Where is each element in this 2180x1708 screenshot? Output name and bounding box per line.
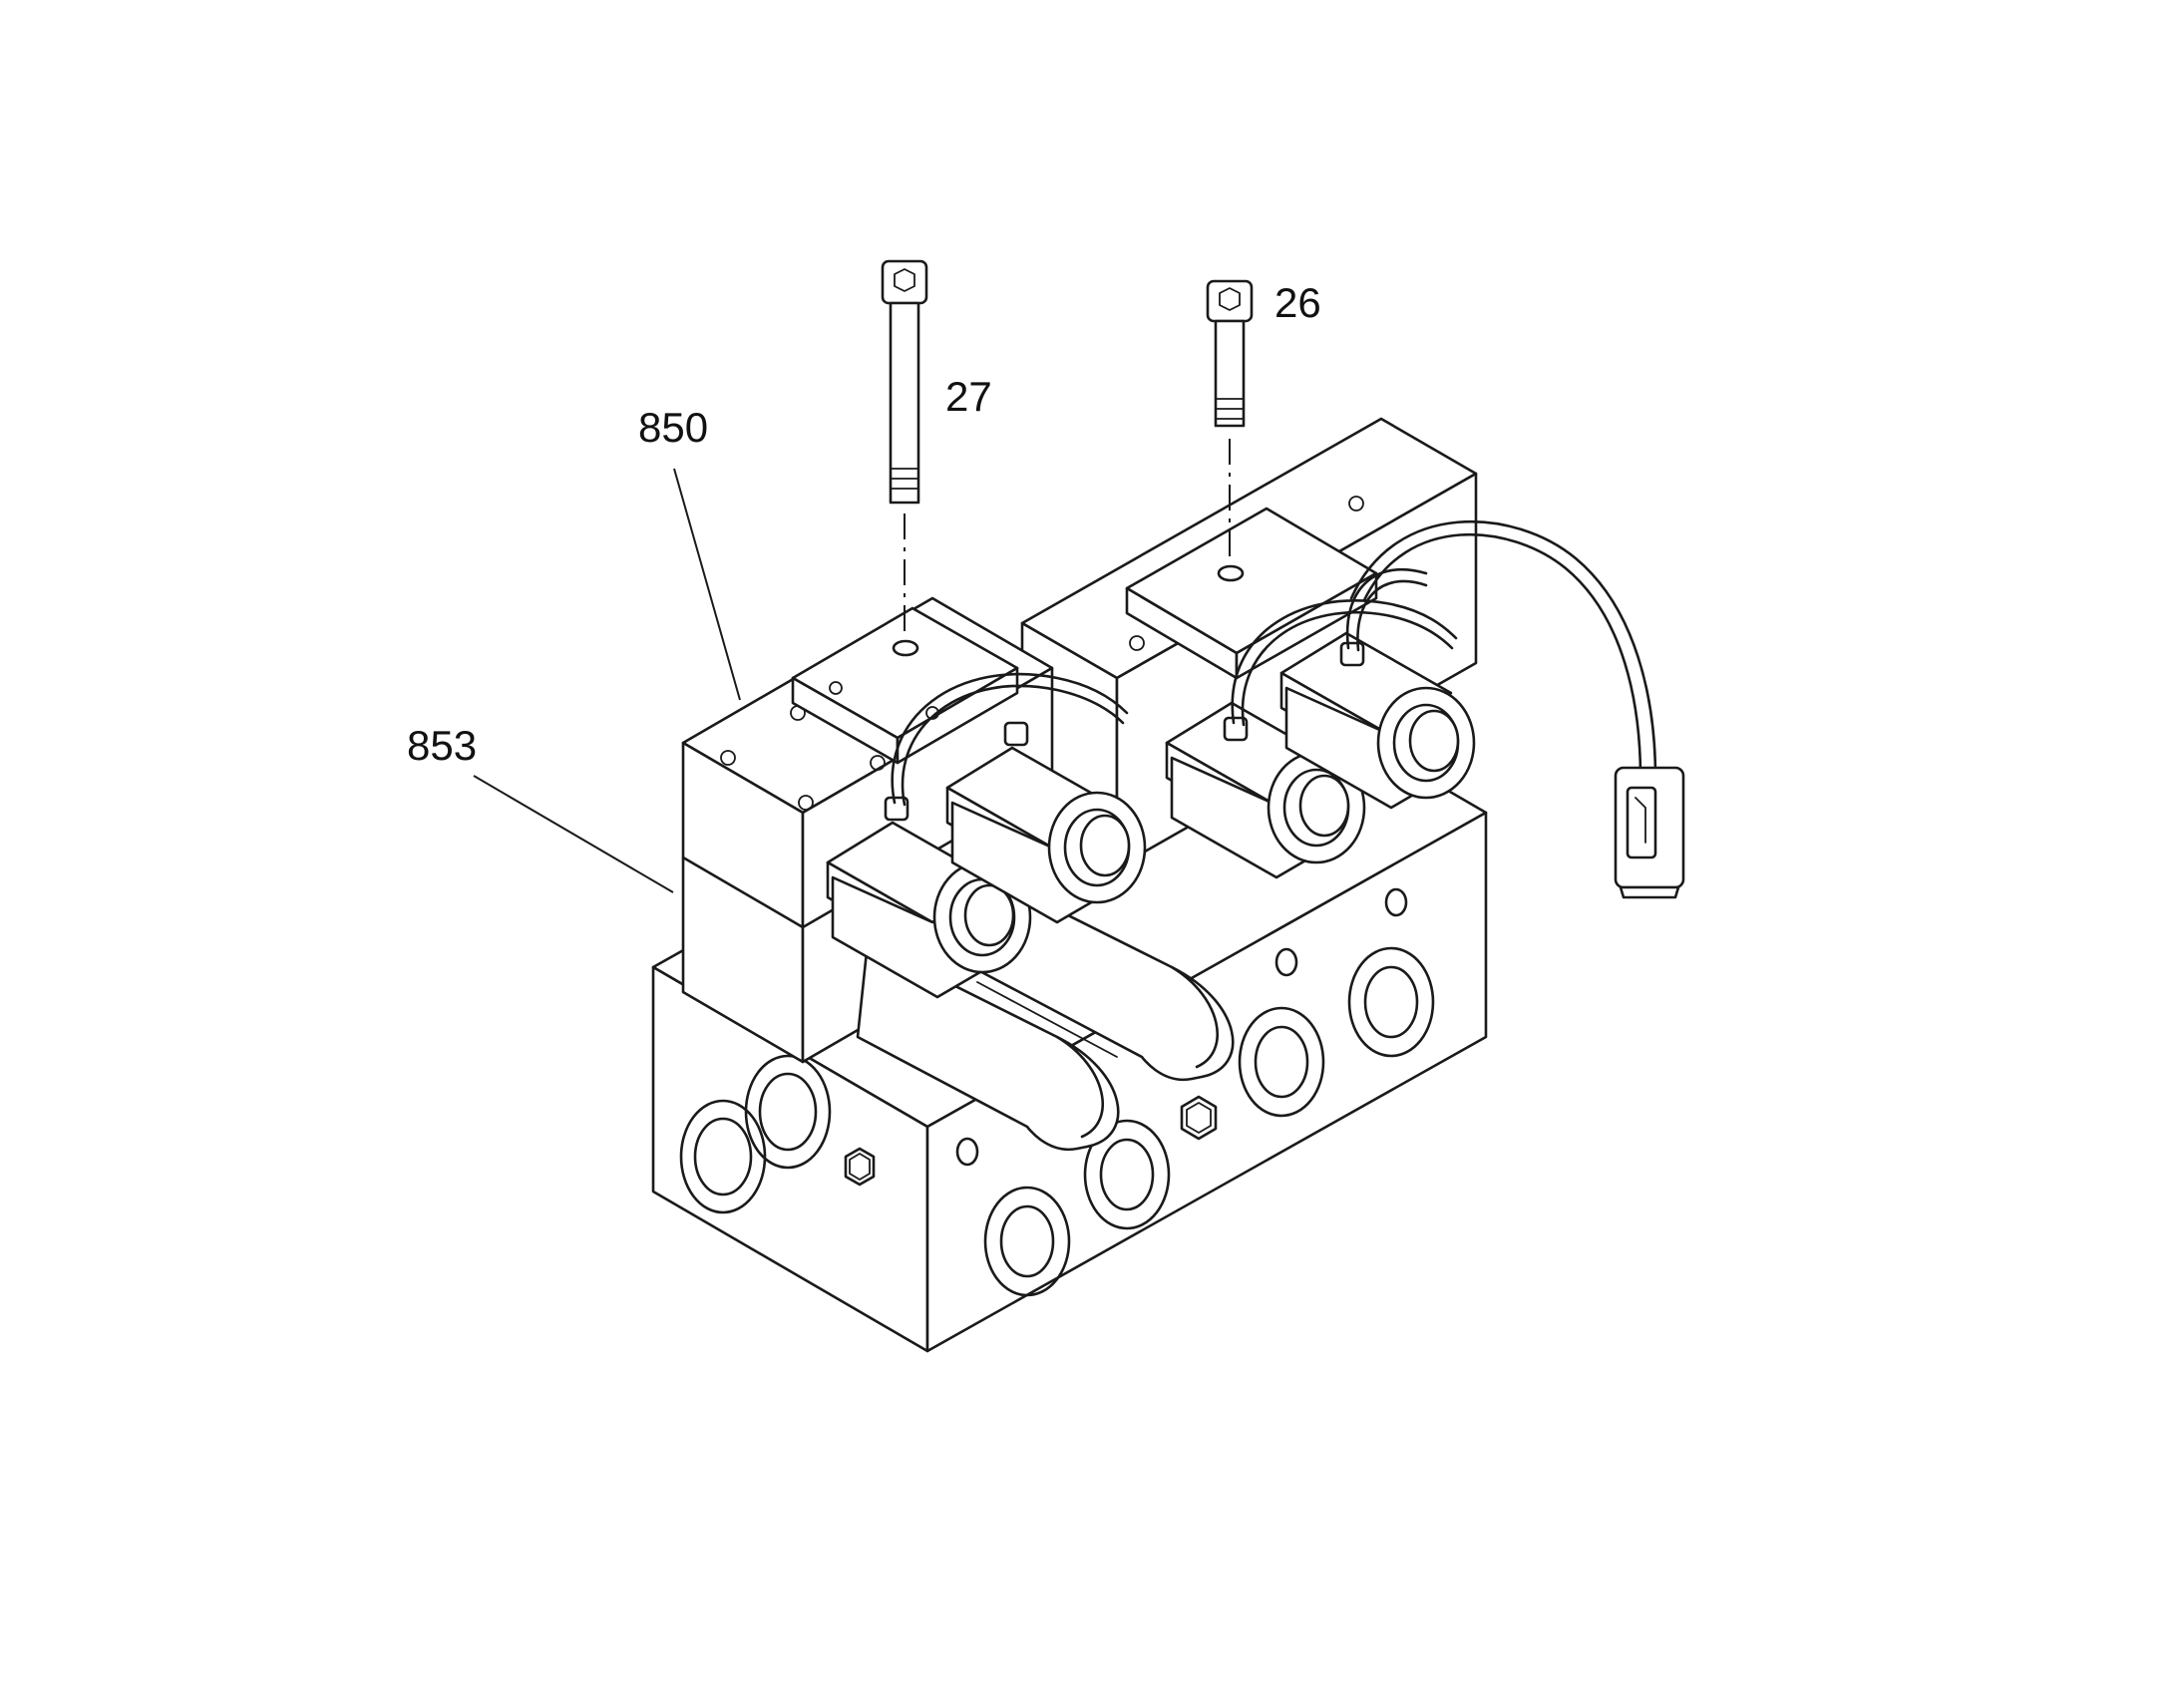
callout-853: 853 xyxy=(407,722,477,769)
solenoid-coil-3 xyxy=(1165,701,1366,879)
leader-850 xyxy=(673,468,741,701)
adapter-plate-front xyxy=(791,606,1019,765)
solenoid-coil-4 xyxy=(1279,631,1476,810)
screw-27 xyxy=(881,259,928,505)
adapter-plate-rear xyxy=(1125,507,1378,680)
manifold-ports-front xyxy=(679,1054,876,1214)
solenoid-coil-2 xyxy=(945,746,1147,924)
leader-853 xyxy=(473,775,674,893)
cable-plug-connector xyxy=(1614,766,1685,899)
callout-850: 850 xyxy=(638,404,708,451)
solenoid-coil-1 xyxy=(826,821,1032,999)
callout-27: 27 xyxy=(945,373,992,420)
coil-wires xyxy=(891,519,1657,807)
manifold-ports-side xyxy=(955,887,1435,1297)
screw-26 xyxy=(1206,279,1254,428)
solenoid-tubes xyxy=(856,870,1235,1152)
callout-26: 26 xyxy=(1274,279,1321,326)
